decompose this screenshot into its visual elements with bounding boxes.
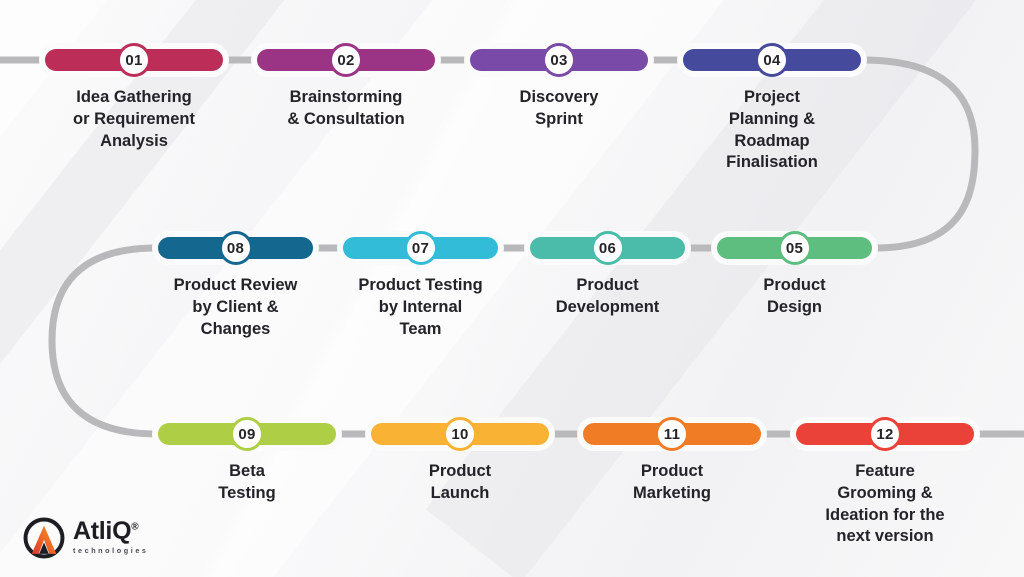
step-bar-wrap: 04 (683, 43, 861, 77)
step-label: Feature Grooming & Ideation for the next… (825, 462, 945, 546)
step-number-badge: 12 (868, 417, 902, 451)
step-number-badge: 11 (655, 417, 689, 451)
atliq-logo-mark-icon (23, 517, 65, 559)
step-number-badge: 06 (590, 231, 625, 265)
step-number: 02 (337, 51, 355, 69)
step-label: Product Launch (428, 462, 492, 502)
step-number: 12 (876, 425, 894, 443)
step-number-badge: 10 (443, 417, 477, 451)
registered-mark: ® (131, 522, 139, 534)
step-label: Beta Testing (218, 462, 276, 502)
step-bar-wrap: 10 (371, 417, 549, 451)
step-label: Discovery Sprint (519, 88, 599, 128)
atliq-name: AtliQ (73, 517, 132, 546)
step-number-badge: 05 (777, 231, 812, 265)
step-bar-wrap: 03 (470, 43, 648, 77)
step-number-badge: 02 (329, 43, 363, 77)
step-number: 04 (763, 51, 781, 69)
step-label: Product Marketing (633, 462, 711, 502)
step-number: 07 (411, 239, 430, 257)
step-bar-wrap: 06 (530, 231, 685, 265)
step-number-badge: 01 (117, 43, 151, 77)
step-number: 09 (238, 425, 256, 443)
atliq-tagline: technologies (73, 546, 149, 556)
step-number: 05 (785, 239, 804, 257)
connector-curve-left (48, 244, 161, 438)
step-number: 01 (125, 51, 143, 69)
step-bar-wrap: 07 (343, 231, 498, 265)
step-bar-wrap: 08 (158, 231, 313, 265)
step-bar-wrap: 12 (796, 417, 974, 451)
step-bar-wrap: 09 (158, 417, 336, 451)
atliq-logo: AtliQ® technologies (22, 516, 149, 560)
step-number: 11 (663, 425, 681, 443)
step-number: 10 (451, 425, 469, 443)
atliq-logo-text: AtliQ® technologies (73, 519, 149, 556)
step-number-badge: 07 (403, 231, 438, 265)
step-number: 03 (550, 51, 568, 69)
step-label: Project Planning & Roadmap Finalisation (726, 88, 818, 172)
step-number: 08 (226, 239, 245, 257)
step-bar-wrap: 11 (583, 417, 761, 451)
step-bar-wrap: 02 (257, 43, 435, 77)
step-number-badge: 04 (755, 43, 789, 77)
step-number: 06 (598, 239, 617, 257)
connector-curve-right (859, 56, 979, 252)
atliq-wordmark: AtliQ® (73, 519, 149, 544)
step-label: Product Design (763, 276, 826, 316)
step-number-badge: 09 (230, 417, 264, 451)
step-label: Brainstorming & Consultation (287, 88, 405, 128)
step-label: Product Review by Client & Changes (173, 276, 298, 338)
step-label: Product Testing by Internal Team (358, 276, 483, 338)
step-bar-wrap: 05 (717, 231, 872, 265)
step-label: Product Development (555, 276, 660, 316)
step-number-badge: 08 (218, 231, 253, 265)
step-bar-wrap: 01 (45, 43, 223, 77)
step-number-badge: 03 (542, 43, 576, 77)
step-label: Idea Gathering or Requirement Analysis (73, 88, 195, 150)
